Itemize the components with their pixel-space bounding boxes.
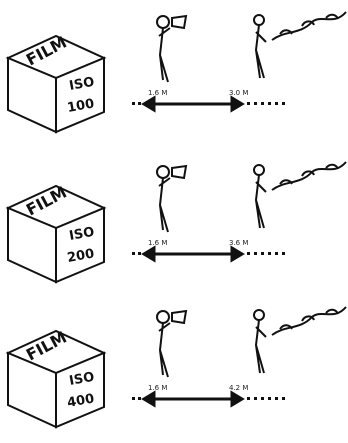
far-distance: 4.2 M <box>229 384 248 392</box>
far-distance: 3.6 M <box>229 239 248 247</box>
dotted-range-line <box>132 252 285 255</box>
film-box-icon: FILM ISO 200 <box>5 183 107 284</box>
near-distance: 1.6 M <box>148 89 167 97</box>
panel-drawing: FILM ISO 100 1.6 M 3.0 M <box>5 11 347 134</box>
panel-iso-400: FILM ISO 400 1.6 M 4.2 M <box>0 295 348 443</box>
panel-drawing: FILM ISO 200 1.6 M 3.6 M <box>5 161 347 284</box>
near-distance: 1.6 M <box>148 384 167 392</box>
dotted-range-line <box>132 397 285 400</box>
iso-label: ISO <box>68 225 95 244</box>
panel-drawing: FILM ISO 400 1.6 M 4.2 M <box>5 306 347 429</box>
photographer-with-flash-icon <box>156 14 188 83</box>
photographer-with-flash-icon <box>156 309 188 378</box>
tree-branch-icon <box>271 306 347 336</box>
near-distance: 1.6 M <box>148 239 167 247</box>
iso-value: 400 <box>66 391 95 410</box>
standing-person-icon <box>253 14 267 79</box>
photographer-with-flash-icon <box>156 164 188 233</box>
iso-value: 100 <box>66 96 95 115</box>
double-arrow-icon <box>141 390 245 408</box>
tree-branch-icon <box>271 11 347 41</box>
film-box-icon: FILM ISO 400 <box>5 328 107 429</box>
iso-value: 200 <box>66 246 95 265</box>
panel-iso-200: FILM ISO 200 1.6 M 3.6 M <box>0 150 348 298</box>
tree-branch-icon <box>271 161 347 191</box>
iso-label: ISO <box>68 370 95 389</box>
double-arrow-icon <box>141 95 245 113</box>
film-box-icon: FILM ISO 100 <box>5 33 107 134</box>
panel-iso-100: FILM ISO 100 1.6 M 3.0 M <box>0 0 348 148</box>
standing-person-icon <box>253 164 267 229</box>
standing-person-icon <box>253 309 267 374</box>
double-arrow-icon <box>141 245 245 263</box>
iso-label: ISO <box>68 75 95 94</box>
dotted-range-line <box>132 102 285 105</box>
far-distance: 3.0 M <box>229 89 248 97</box>
